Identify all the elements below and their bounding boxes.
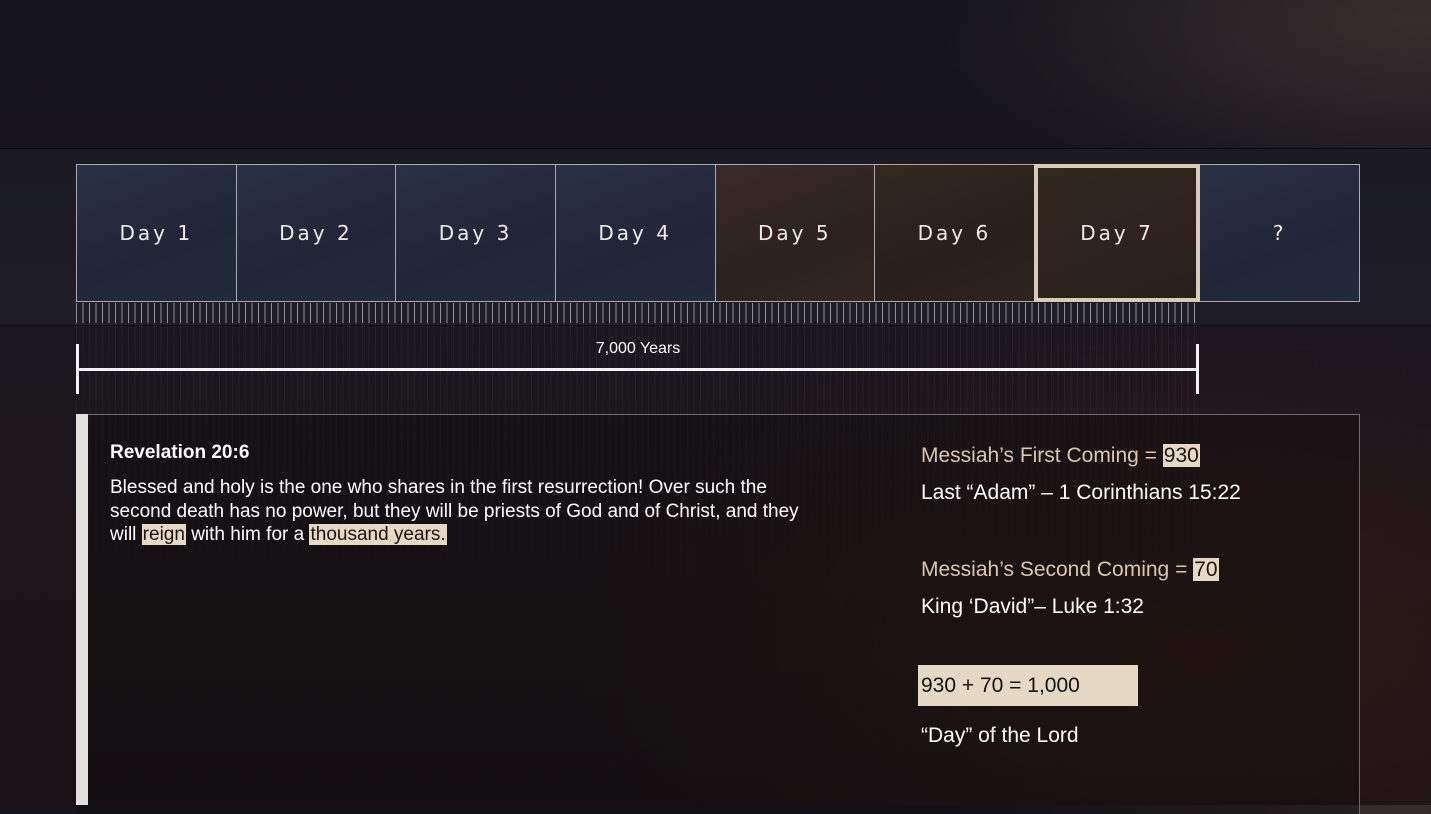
first-coming-note: Last “Adam” – 1 Corinthians 15:22: [921, 481, 1241, 504]
day-cell-unknown: ?: [1199, 164, 1360, 302]
day-cell-2: Day 2: [235, 164, 397, 302]
day-label: Day 2: [279, 221, 353, 245]
day-label: Day 7: [1080, 221, 1154, 245]
panel-accent-bar: [76, 414, 88, 805]
second-coming-label: Messiah’s Second Coming =: [921, 558, 1194, 581]
sum-equation-box: 930 + 70 = 1,000: [918, 665, 1138, 706]
day-label: Day 3: [438, 221, 513, 245]
second-coming-line: Messiah’s Second Coming = 70: [921, 558, 1219, 582]
day-cell-4: Day 4: [554, 164, 716, 302]
first-coming-line: Messiah’s First Coming = 930: [921, 444, 1200, 468]
day-cell-5: Day 5: [714, 164, 876, 302]
verse-text: Blessed and holy is the one who shares i…: [110, 476, 810, 547]
year-tick-marks: [76, 303, 1198, 323]
day-label: ?: [1272, 221, 1287, 245]
day-label: Day 4: [598, 221, 672, 245]
span-label: 7,000 Years: [595, 340, 681, 357]
day-strip: Day 1 Day 2 Day 3 Day 4 Day 5 Day 6 Day …: [76, 164, 1360, 302]
sum-caption: “Day” of the Lord: [921, 724, 1079, 747]
verse-reference: Revelation 20:6: [110, 442, 250, 463]
day-label: Day 1: [119, 221, 194, 245]
day-label: Day 6: [917, 221, 992, 245]
day-cell-1: Day 1: [76, 164, 237, 302]
tick-fade-lines: [76, 323, 1198, 803]
verse-highlight-thousand-years: thousand years.: [309, 524, 447, 545]
first-coming-label: Messiah’s First Coming =: [921, 444, 1163, 467]
second-coming-value: 70: [1193, 558, 1219, 581]
first-coming-value: 930: [1162, 444, 1200, 467]
verse-text-part1: Blessed and holy is the one who shares i…: [110, 477, 799, 545]
span-end-cap: [1196, 344, 1199, 394]
span-line: [77, 368, 1198, 371]
day-cell-6: Day 6: [874, 164, 1035, 302]
verse-text-part2: with him for a: [185, 524, 310, 545]
content-panel: [76, 414, 1360, 814]
day-label: Day 5: [758, 221, 832, 245]
day-cell-3: Day 3: [395, 164, 556, 302]
second-coming-note: King ‘David”– Luke 1:32: [921, 595, 1144, 618]
day-cell-7-highlighted: Day 7: [1033, 164, 1201, 302]
verse-highlight-reign: reign: [141, 524, 186, 545]
